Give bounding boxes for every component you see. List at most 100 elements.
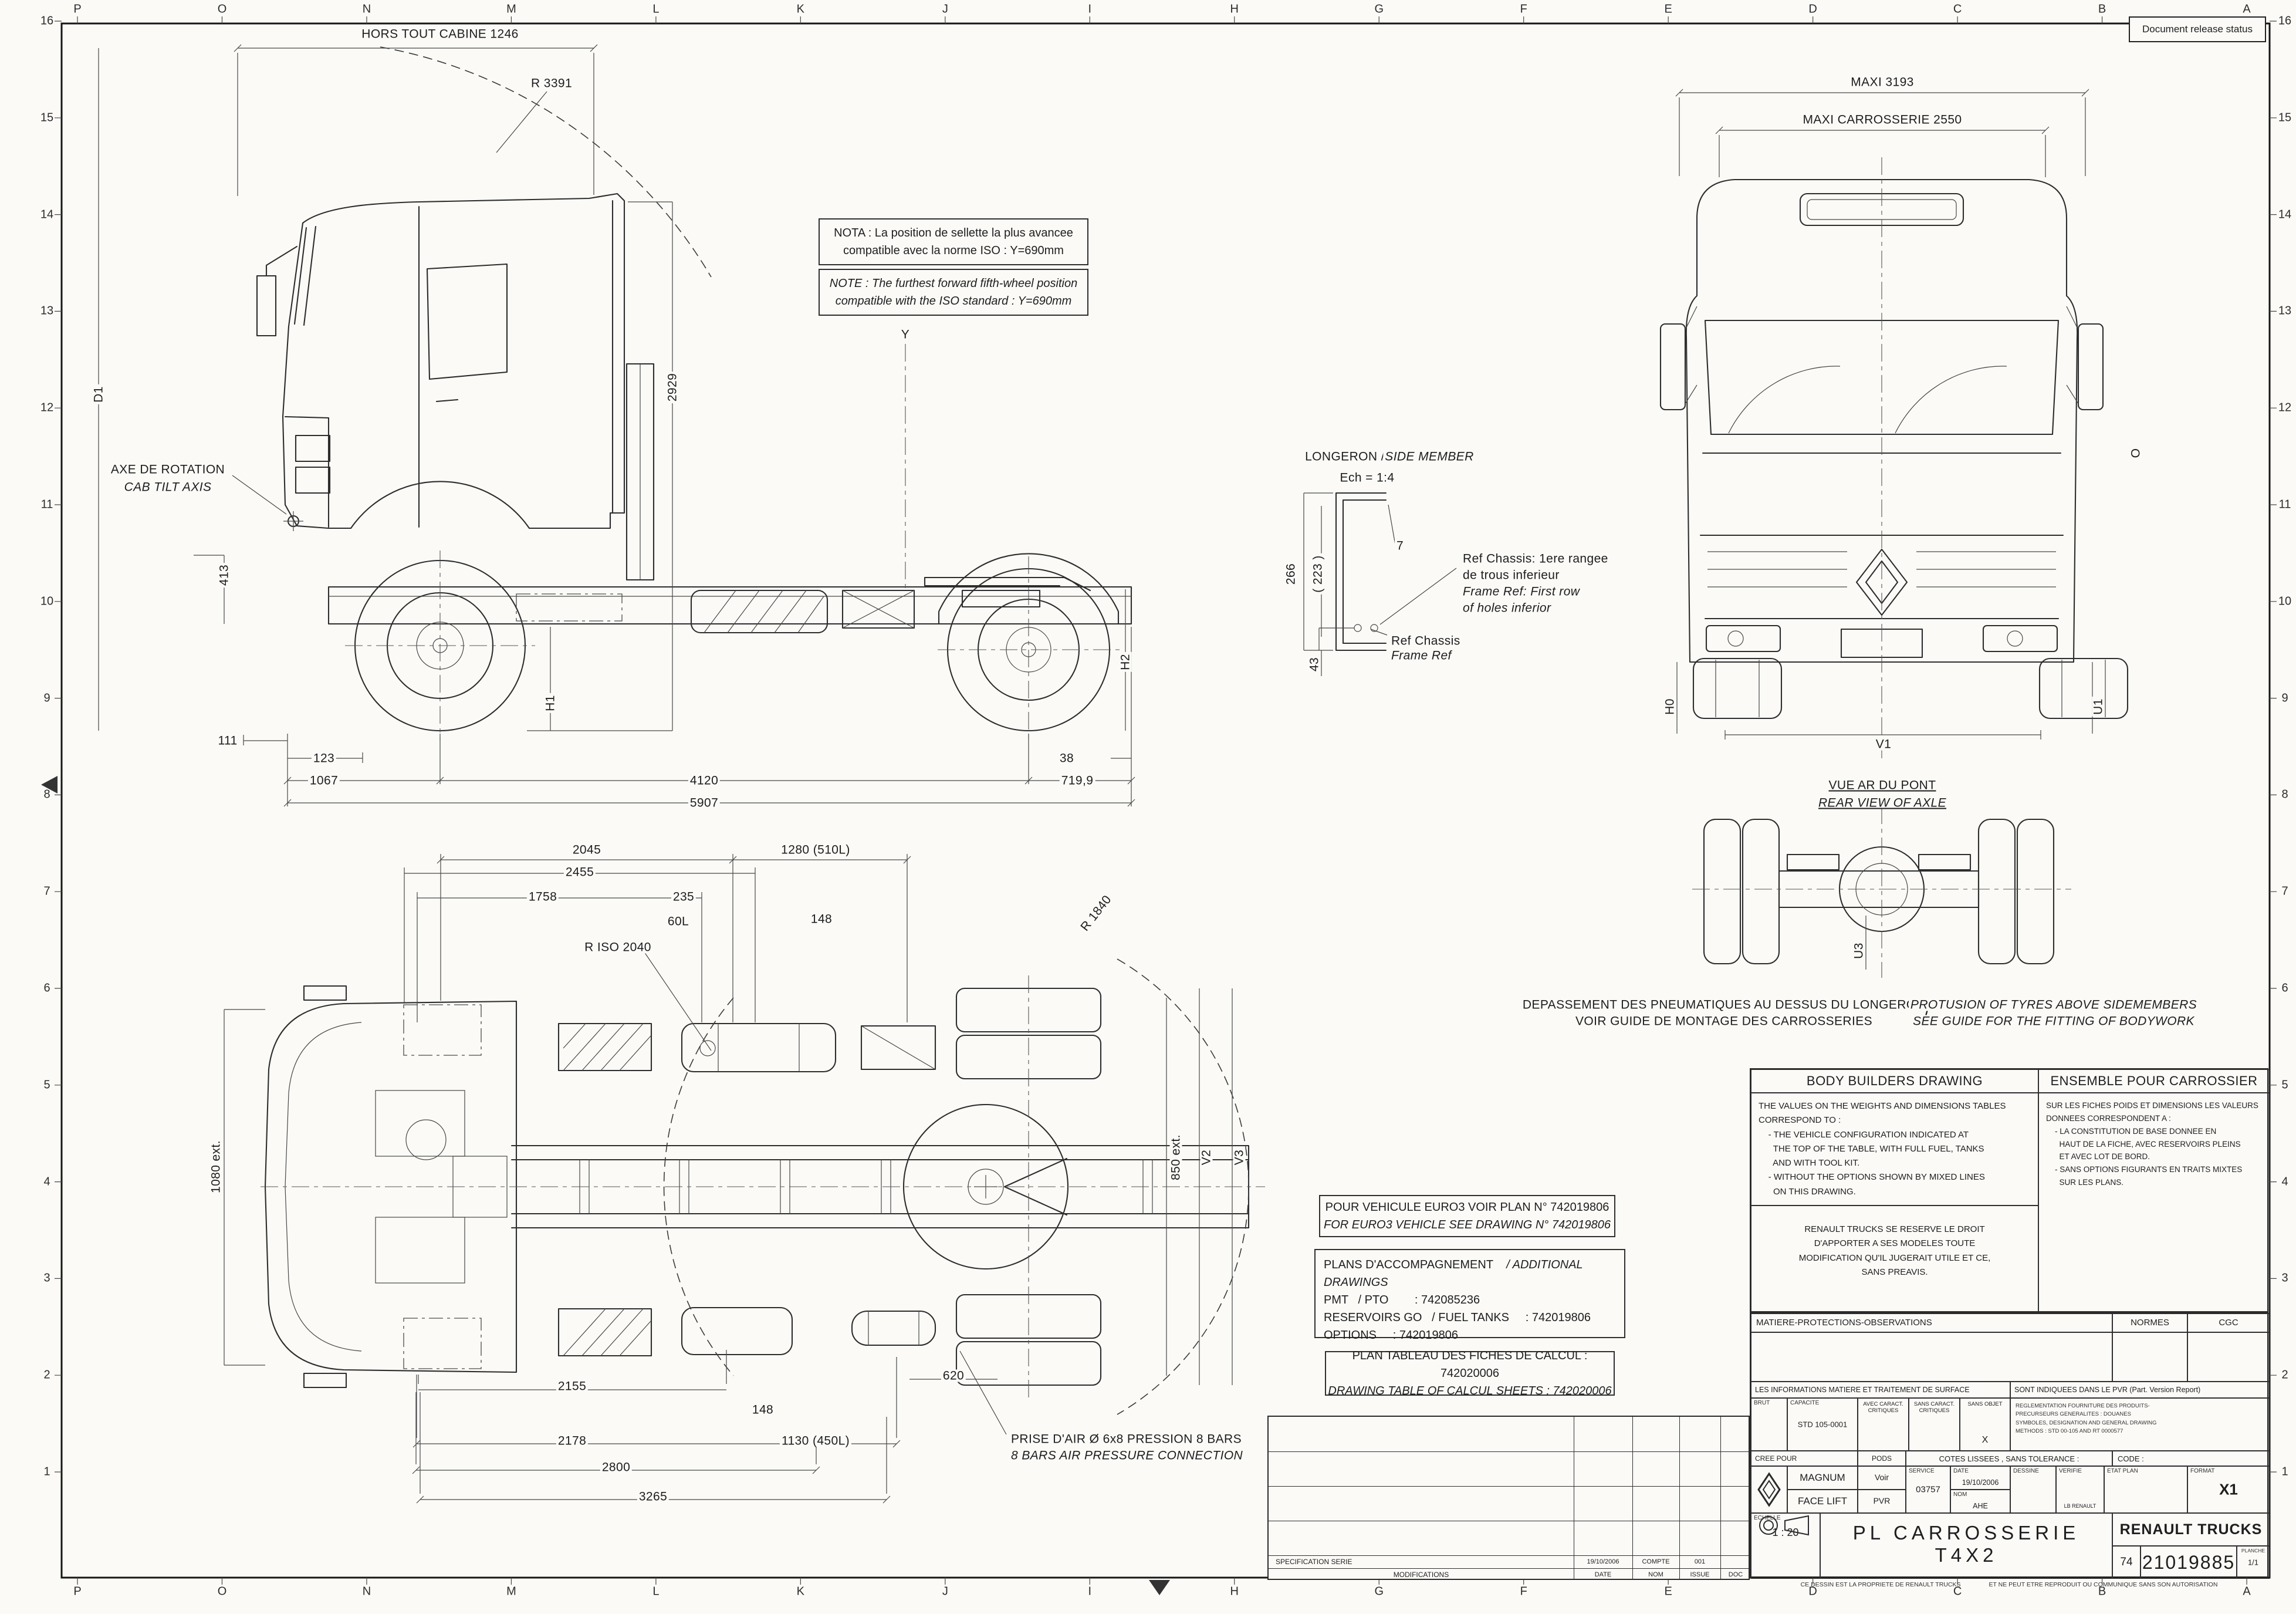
echelle-value: 1 : 20 bbox=[1772, 1527, 1799, 1538]
front-view-drawing bbox=[1659, 89, 2129, 758]
plan-tableau-en: DRAWING TABLE OF CALCUL SHEETS : 7420200… bbox=[1328, 1385, 1612, 1397]
grid-letter-bottom: D bbox=[1808, 1585, 1817, 1598]
grid-letter-top: H bbox=[1230, 2, 1239, 16]
nota-fr-line1: NOTA : La position de sellette la plus a… bbox=[834, 227, 1073, 239]
text-line: SANS PREAVIS. bbox=[1861, 1267, 1928, 1277]
annotation-label: MAXI 3193 bbox=[1849, 76, 1916, 89]
projection-symbol-icon bbox=[1759, 1515, 1809, 1536]
grid-letter-top: I bbox=[1088, 2, 1092, 16]
annotation-label: Y bbox=[899, 328, 912, 341]
annotation-label: REAR VIEW OF AXLE bbox=[1816, 796, 1949, 809]
annotation-label: 266 bbox=[1284, 561, 1298, 587]
annotation-label: H0 bbox=[1663, 697, 1677, 717]
grid-letter-bottom: C bbox=[1953, 1585, 1962, 1598]
bbd-header-left: BODY BUILDERS DRAWING bbox=[1751, 1069, 2038, 1093]
plans-title-en: / ADDITIONAL DRAWINGS bbox=[1324, 1258, 1583, 1289]
text-line: ET AVEC LOT DE BORD. bbox=[2046, 1152, 2150, 1161]
annotation-label: O bbox=[2129, 446, 2143, 460]
euro3-en: FOR EURO3 VEHICLE SEE DRAWING N° 7420198… bbox=[1324, 1218, 1611, 1231]
annotation-label: 719,9 bbox=[1059, 774, 1095, 787]
drawing-title-line1: PL CARROSSERIE T4X2 bbox=[1852, 1522, 2080, 1566]
text-line: SUR LES FICHES POIDS ET DIMENSIONS LES V… bbox=[2046, 1101, 2258, 1110]
grid-letter-bottom: O bbox=[217, 1585, 227, 1598]
format-label: FORMAT bbox=[2190, 1468, 2215, 1474]
annotation-label: 111 bbox=[216, 734, 239, 747]
text-line: PRECURSEURS GENERALITES : DOUANES bbox=[2016, 1411, 2131, 1418]
nota-box-french: NOTA : La position de sellette la plus a… bbox=[819, 218, 1088, 265]
mods-header-row: MODIFICATIONS DATE NOM ISSUE DOC bbox=[1269, 1568, 1751, 1581]
grid-number-right: 13 bbox=[2278, 304, 2292, 318]
property-notice-right: ET NE PEUT ETRE REPRODUIT OU COMMUNIQUE … bbox=[1989, 1581, 2218, 1588]
property-notice-left: CE DESSIN EST LA PROPRIETE DE RENAULT TR… bbox=[1800, 1581, 1961, 1588]
carac-mark: X bbox=[1981, 1435, 1989, 1445]
mods-divider bbox=[1720, 1417, 1721, 1579]
grid-letter-top: K bbox=[796, 2, 805, 16]
annotation-label: V3 bbox=[1233, 1147, 1246, 1167]
annotation-label: AXE DE ROTATION bbox=[109, 463, 227, 476]
grid-letter-bottom: G bbox=[1374, 1585, 1384, 1598]
grid-letter-bottom: N bbox=[362, 1585, 371, 1598]
grid-letter-bottom: J bbox=[942, 1585, 948, 1598]
grid-letter-top: E bbox=[1664, 2, 1672, 16]
frame-ticks bbox=[55, 16, 2277, 1585]
etat-plan-cell: ETAT PLAN bbox=[2104, 1466, 2187, 1513]
annotation-label: Ref Chassis: 1ere rangee bbox=[1461, 552, 1610, 565]
echelle-label: ECHELLE bbox=[1754, 1515, 1781, 1521]
cotes-cell: COTES LISSEES , SANS TOLERANCE : bbox=[1906, 1451, 2112, 1466]
title-block: MATIERE-PROTECTIONS-OBSERVATIONS NORMES … bbox=[1750, 1312, 2270, 1579]
mods-row-line bbox=[1269, 1451, 1749, 1452]
annotation-label: 60L bbox=[665, 915, 691, 928]
annotation-label: Ref Chassis bbox=[1389, 634, 1462, 647]
rear-axle-view-drawing bbox=[1692, 806, 2071, 978]
annotation-label: D1 bbox=[92, 384, 106, 404]
grid-number-left: 3 bbox=[43, 1271, 50, 1285]
info-right: SONT INDIQUEES DANS LE PVR (Part. Versio… bbox=[2010, 1382, 2270, 1398]
annotation-label: 148 bbox=[750, 1403, 776, 1416]
annotation-label: PRISE D'AIR Ø 6x8 PRESSION 8 BARS bbox=[1009, 1433, 1243, 1446]
date-value: 19/10/2006 bbox=[1962, 1478, 1999, 1487]
grid-number-right: 2 bbox=[2281, 1368, 2288, 1382]
grid-letter-top: N bbox=[362, 2, 371, 16]
grid-number-left: 15 bbox=[40, 111, 54, 124]
mods-row-line bbox=[1269, 1568, 1749, 1569]
verifie-cell: VERIFIE LB RENAULT bbox=[2056, 1466, 2104, 1513]
grid-number-left: 11 bbox=[40, 498, 53, 511]
grid-letter-bottom: P bbox=[73, 1585, 82, 1598]
annotation-label: 1067 bbox=[307, 774, 340, 787]
text-line: - LA CONSTITUTION DE BASE DONNEE EN bbox=[2046, 1126, 2217, 1136]
grid-number-right: 9 bbox=[2281, 691, 2288, 705]
bbd-left-body: THE VALUES ON THE WEIGHTS AND DIMENSIONS… bbox=[1751, 1093, 2038, 1206]
echelle-cell: ECHELLE 1 : 20 bbox=[1751, 1513, 1820, 1579]
spec-serie-label: SPECIFICATION SERIE bbox=[1276, 1558, 1352, 1566]
service-value: 03757 bbox=[1916, 1484, 1940, 1495]
annotation-label: H1 bbox=[544, 693, 557, 713]
grid-letter-top: F bbox=[1520, 2, 1527, 16]
annotation-label: Frame Ref: First row bbox=[1461, 585, 1582, 598]
text-line: THE TOP OF THE TABLE, WITH FULL FUEL, TA… bbox=[1759, 1143, 1984, 1154]
renault-diamond-icon bbox=[1757, 1472, 1781, 1507]
mods-divider bbox=[1632, 1417, 1633, 1579]
text-line: OPTIONS : 742019806 bbox=[1324, 1329, 1459, 1342]
format-value: X1 bbox=[2219, 1480, 2238, 1498]
annotation-label: H2 bbox=[1119, 652, 1132, 672]
annotation-label: Frame Ref bbox=[1389, 649, 1453, 662]
annotation-label: U1 bbox=[2092, 697, 2105, 717]
text-line: RENAULT TRUCKS SE RESERVE LE DROIT bbox=[1804, 1224, 1985, 1234]
cgc-area bbox=[2187, 1332, 2270, 1382]
bbd-header-right: ENSEMBLE POUR CARROSSIER bbox=[2038, 1069, 2270, 1093]
text-line: CORRESPOND TO : bbox=[1759, 1115, 1841, 1126]
grid-letter-top: G bbox=[1374, 2, 1384, 16]
capacite-value: STD 105-0001 bbox=[1797, 1420, 1848, 1429]
edge-mark-icon bbox=[41, 776, 58, 794]
annotation-label: R 3391 bbox=[529, 77, 574, 90]
side-view-drawing bbox=[98, 44, 1135, 807]
text-line: REGLEMENTATION FOURNITURE DES PRODUITS- bbox=[2016, 1403, 2150, 1409]
annotation-label: 2800 bbox=[600, 1461, 633, 1474]
carac2-cell: SANS CARACT. CRITIQUES bbox=[1909, 1398, 1960, 1451]
bbd-left-note: RENAULT TRUCKS SE RESERVE LE DROIT D'APPO… bbox=[1751, 1206, 2038, 1314]
text-line: AND WITH TOOL KIT. bbox=[1759, 1158, 1860, 1169]
dept-code: 74 bbox=[2112, 1546, 2141, 1579]
text-line: D'APPORTER A SES MODELES TOUTE bbox=[1814, 1238, 1976, 1249]
